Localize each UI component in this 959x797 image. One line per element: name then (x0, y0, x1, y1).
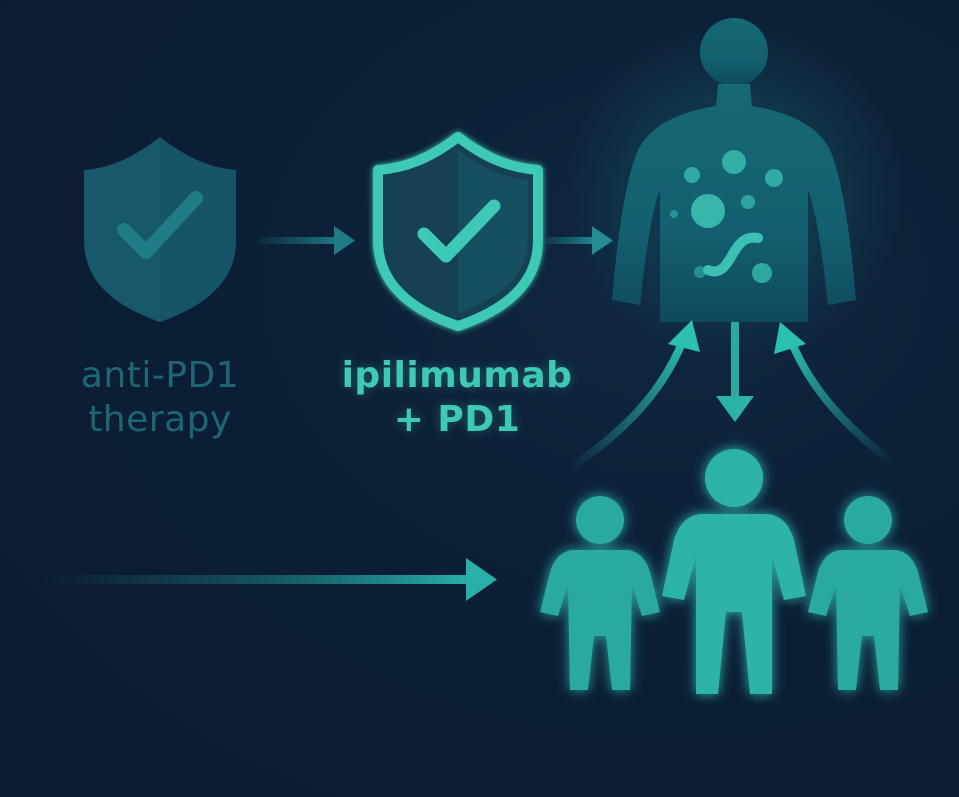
shield-check-icon (84, 137, 236, 322)
people-group-icon (540, 449, 928, 694)
curved-arrow-up-icon (774, 322, 892, 462)
label-line: + PD1 (332, 398, 582, 442)
person-icon (662, 449, 806, 694)
shield-check-icon (378, 137, 538, 326)
person-icon (540, 496, 660, 690)
arrow-right-icon (258, 226, 355, 255)
anti-pd1-therapy-label: anti-PD1 therapy (55, 354, 265, 442)
label-line: therapy (55, 398, 265, 442)
arrow-right-icon (40, 558, 497, 601)
curved-arrow-up-icon (570, 320, 700, 468)
person-icon (808, 496, 928, 690)
label-line: ipilimumab (332, 354, 582, 398)
ipilimumab-pd1-label: ipilimumab + PD1 (332, 354, 582, 442)
body-with-cells-icon (565, 18, 905, 360)
label-line: anti-PD1 (55, 354, 265, 398)
